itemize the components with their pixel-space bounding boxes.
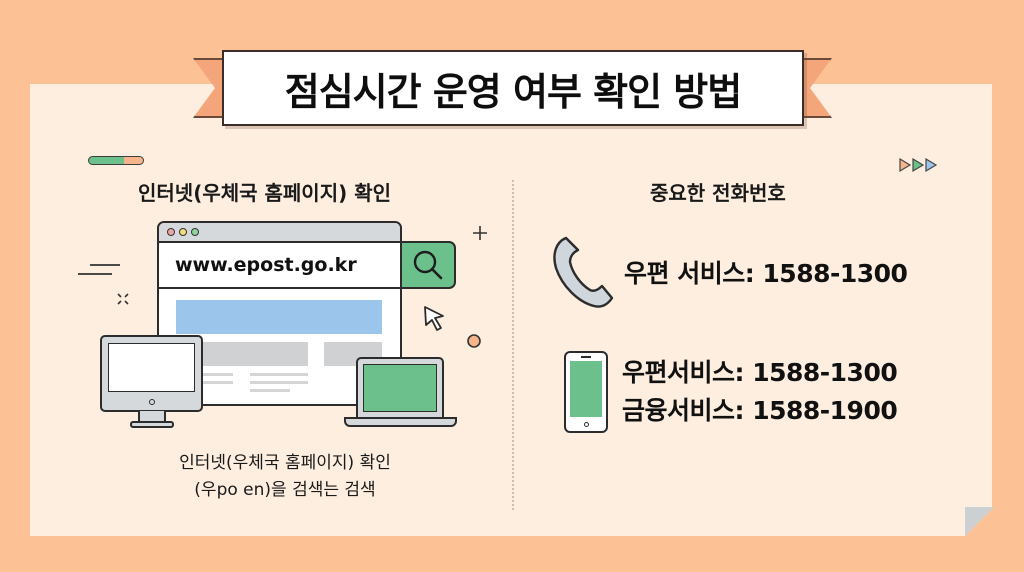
left-section-heading: 인터넷(우체국 홈페이지) 확인 xyxy=(138,181,392,205)
plus-icon xyxy=(473,226,487,240)
mobile-contact-row: 우편서비스: 1588-1300 금융서비스: 1588-1900 xyxy=(564,351,898,433)
smartphone-icon xyxy=(564,351,608,433)
caption-line: (우po en)을 검색는 검색 xyxy=(194,480,376,500)
column-divider xyxy=(512,180,514,510)
postal-service-phone: 우편 서비스: 1588-1300 xyxy=(624,259,908,288)
text-line xyxy=(250,381,308,384)
text-line xyxy=(250,373,308,376)
cursor-arrow-icon xyxy=(424,306,444,331)
minimize-dot-icon xyxy=(179,228,187,236)
page-title: 점심시간 운영 여부 확인 방법 xyxy=(284,69,742,114)
content-tile xyxy=(250,342,308,366)
postal-service-number: 우편서비스: 1588-1300 xyxy=(622,358,898,387)
text-line xyxy=(250,389,290,392)
sparkle-icon xyxy=(117,293,129,305)
text-line xyxy=(203,373,233,376)
speed-lines-icon xyxy=(78,264,120,275)
caption-line: 인터넷(우체국 홈페이지) 확인 xyxy=(179,453,391,473)
browser-title-bar xyxy=(159,223,400,243)
phone-contact-row: 우편 서비스: 1588-1300 xyxy=(548,232,908,312)
progress-pill-icon xyxy=(88,156,144,165)
triple-play-arrows-icon xyxy=(899,157,938,173)
search-icon xyxy=(413,250,443,280)
url-field[interactable]: www.epost.go.kr xyxy=(157,241,402,289)
search-button[interactable] xyxy=(400,241,456,289)
close-dot-icon xyxy=(167,228,175,236)
desktop-monitor-icon xyxy=(100,335,203,412)
laptop-icon xyxy=(356,357,444,419)
orange-dot-icon xyxy=(467,334,481,348)
laptop-base xyxy=(344,417,457,427)
maximize-dot-icon xyxy=(191,228,199,236)
monitor-base xyxy=(130,421,174,428)
telephone-handset-icon xyxy=(553,236,614,308)
title-banner: 점심시간 운영 여부 확인 방법 xyxy=(222,50,804,126)
text-line xyxy=(203,381,233,384)
page-hero-block xyxy=(176,300,382,334)
page-curl xyxy=(965,507,994,536)
financial-service-number: 금융서비스: 1588-1900 xyxy=(622,396,898,425)
right-section-heading: 중요한 전화번호 xyxy=(650,181,786,205)
left-caption: 인터넷(우체국 홈페이지) 확인 (우po en)을 검색는 검색 xyxy=(100,450,470,504)
